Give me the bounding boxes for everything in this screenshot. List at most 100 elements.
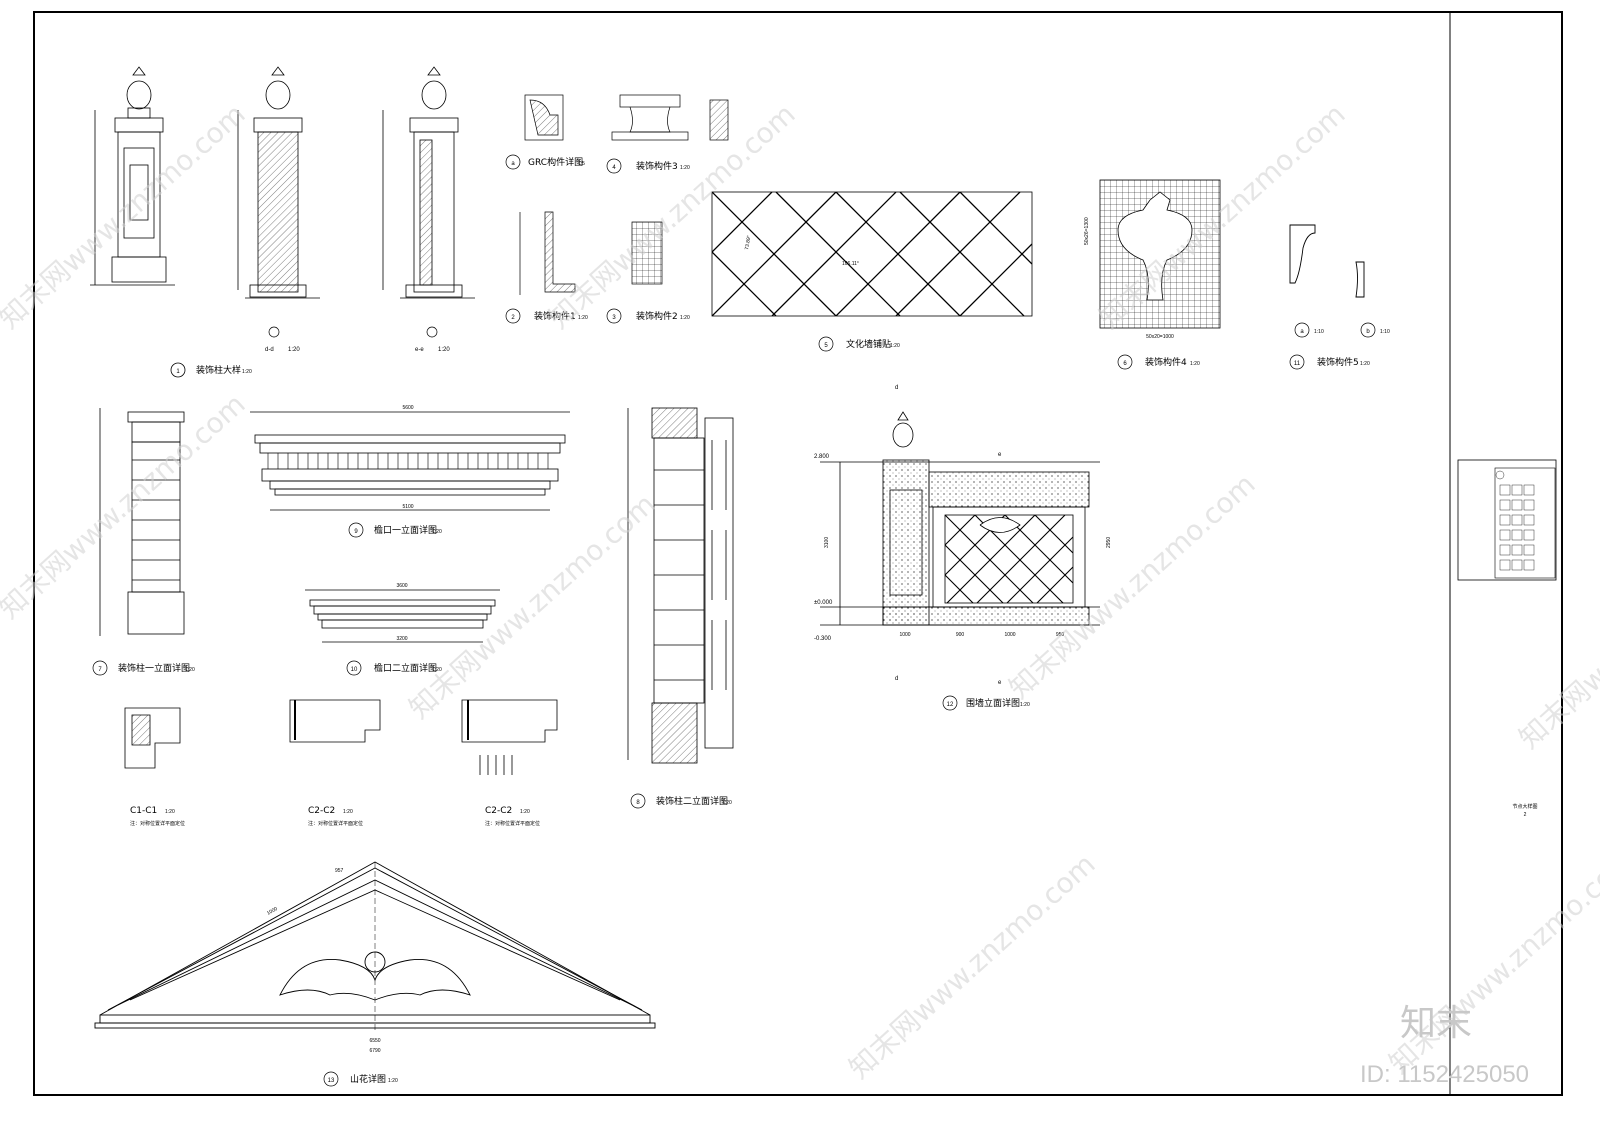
section-c1-note: 注：对称位置详平面定位 [130,820,185,827]
section-c2b-scale: 1:20 [520,809,530,815]
fig11-title: 装饰构件5 [1317,356,1359,368]
fig8-title: 装饰柱二立面详图 [656,795,728,807]
fig5-no: 5 [824,343,828,349]
pediment-inner: 6550 [369,1038,380,1044]
watermark: 知末网www.znzmo.com [0,97,252,335]
fig12-title: 围墙立面详图 [966,697,1020,709]
cut-d-top: d [895,385,898,391]
key-plan [1457,459,1557,581]
watermark-id: ID: 1152425050 [1360,1061,1529,1088]
fig12-fence-elevation [820,411,1100,626]
pediment-slope: 957 [335,868,344,874]
fig10-cornice2 [305,589,500,643]
wall-span-1: 1000 [899,632,910,638]
section-dd-label: d-d [265,347,274,353]
fig13-title: 山花详图 [350,1073,386,1085]
detail-a-title: GRC构件详图 [528,156,583,168]
angle-1: 73.89° [744,235,752,250]
detail-2-title: 装饰构件1 [534,310,576,322]
detail-3-no: 3 [612,315,616,321]
title-block-name: 节点大样图 [1512,803,1537,810]
fig13-scale: 1:20 [388,1078,398,1084]
wall-height2: 2950 [1106,537,1112,548]
fig1-no: 1 [176,369,180,375]
detail-grc [524,94,564,141]
detail-3-scale: 1:20 [680,315,690,321]
cornice2-total: 3600 [396,583,407,589]
fig11-component5 [1289,224,1365,298]
angle-2: 106.11° [842,261,859,267]
detail-component3 [611,94,729,141]
cornice1-total: 5600 [402,405,413,411]
profile-a-scale: 1:10 [1314,329,1324,335]
watermark: 知末网www.znzmo.com [1383,842,1600,1080]
profile-a: a [1300,329,1304,335]
fig7-no: 7 [98,667,102,673]
fig8-column2 [627,407,734,764]
fig7-column1 [99,408,185,636]
section-c2b-label: C2-C2 [485,806,512,816]
fig6-component4 [1099,179,1221,329]
fig9-no: 9 [354,529,358,535]
fig11-scale: 1:20 [1360,361,1370,367]
cornice2-base: 3200 [396,636,407,642]
fig6-title: 装饰构件4 [1145,356,1187,368]
fig8-no: 8 [636,800,640,806]
wall-span-3: 1000 [1004,632,1015,638]
fig12-scale: 1:20 [1020,702,1030,708]
grid-v-dim: 50x26=1300 [1084,217,1090,245]
cut-d-bot: d [895,676,898,682]
detail-component1 [519,211,576,295]
section-ee-scale: 1:20 [438,347,450,353]
profile-b-scale: 1:10 [1380,329,1390,335]
detail-component2 [631,221,663,285]
fig7-scale: 1:20 [185,667,195,673]
detail-4-no: 4 [612,165,616,171]
detail-a-no: a [511,161,515,167]
watermark: 知末网www.znzmo.com [0,387,252,625]
detail-3-title: 装饰构件2 [636,310,678,322]
detail-a-scale: 1:5 [578,161,585,167]
grid-h-dim: 50x20=1000 [1146,334,1174,340]
fig5-title: 文化墙铺贴 [846,338,891,350]
wall-span-2: 900 [956,632,965,638]
section-marker-c [268,326,280,338]
profile-b: b [1366,329,1370,335]
fig5-wall-tile [711,191,1033,317]
fig13-pediment [94,861,656,1030]
cut-e-top: e [998,452,1002,458]
brand-logo-text: 知末 [1400,1003,1472,1044]
wall-elev-top: 2.800 [814,454,830,460]
watermark: 知末网www.znzmo.com [543,97,802,335]
fig9-scale: 1:20 [432,529,442,535]
wall-span-4: 950 [1056,632,1065,638]
fig6-no: 6 [1123,361,1127,367]
section-c2a-scale: 1:20 [343,809,353,815]
wall-elev-zero: ±0.000 [814,600,833,606]
fig9-cornice1 [250,411,570,511]
fig6-scale: 1:20 [1190,361,1200,367]
section-c2a-note: 注：对称位置详平面定位 [308,820,363,827]
detail-4-scale: 1:20 [680,165,690,171]
detail-4-title: 装饰构件3 [636,160,678,172]
fig11-no: 11 [1294,361,1301,367]
cut-e-bot: e [998,680,1002,686]
section-c2b-note: 注：对称位置详平面定位 [485,820,540,827]
detail-2-no: 2 [511,315,515,321]
title-block-no: 2 [1524,812,1527,818]
fig8-scale: 1:20 [722,800,732,806]
fig10-title: 檐口二立面详图 [374,662,437,674]
fig1-title: 装饰柱大样 [196,364,241,376]
pediment-seg: 1000 [266,906,279,917]
sheet-border [33,11,1563,1096]
fig13-no: 13 [328,1078,335,1084]
watermark: 知末网www.znzmo.com [843,847,1102,1085]
wall-height: 3100 [824,537,830,548]
fig10-no: 10 [351,667,358,673]
cornice1-base: 5100 [402,504,413,510]
section-c2a-label: C2-C2 [308,806,335,816]
section-c1-scale: 1:20 [165,809,175,815]
detail-2-scale: 1:20 [578,315,588,321]
wall-elev-bot: -0.300 [814,636,832,642]
